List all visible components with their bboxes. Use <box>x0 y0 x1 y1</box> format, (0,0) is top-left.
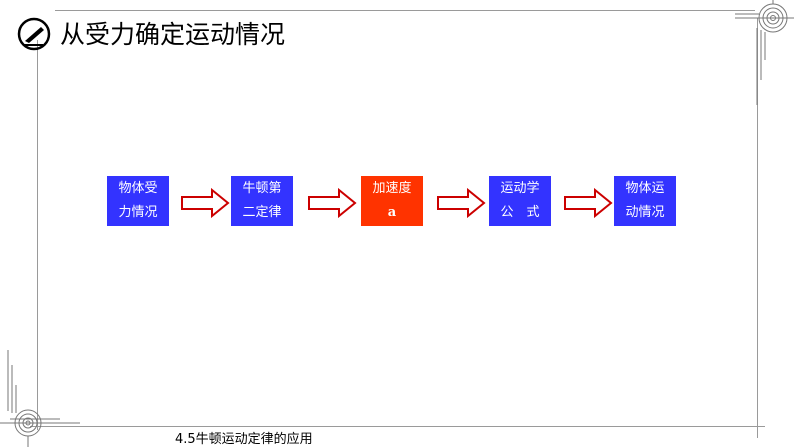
footer-caption: 4.5牛顿运动定律的应用 <box>175 432 313 447</box>
frame-bottom-line <box>30 426 765 427</box>
flow-box-force: 物体受 力情况 <box>107 176 169 226</box>
right-arrow-icon <box>308 188 357 218</box>
frame-left-line <box>37 40 38 430</box>
spiral-ornament-top-right <box>735 0 794 105</box>
pencil-circle-icon <box>17 17 51 51</box>
flow-box-line1: 运动学 <box>500 181 540 196</box>
flow-box-line2: a <box>387 205 397 220</box>
spiral-ornament-bottom-left <box>0 350 80 447</box>
flow-box-line1: 牛顿第 <box>242 181 282 196</box>
flow-box-newton-law: 牛顿第 二定律 <box>231 176 293 226</box>
flow-box-line1: 物体运 <box>625 181 665 196</box>
flow-box-line1: 物体受 <box>118 181 158 196</box>
right-arrow-icon <box>564 188 613 218</box>
flow-box-motion: 物体运 动情况 <box>614 176 676 226</box>
right-arrow-icon <box>437 188 486 218</box>
flow-box-line2: 二定律 <box>242 205 282 220</box>
flow-box-line2: 动情况 <box>625 205 665 220</box>
flow-box-kinematics: 运动学 公 式 <box>489 176 551 226</box>
flow-box-acceleration: 加速度 a <box>361 176 423 226</box>
right-arrow-icon <box>181 188 230 218</box>
flow-box-line2: 力情况 <box>118 205 158 220</box>
flow-box-line2: 公 式 <box>500 205 540 220</box>
slide-title: 从受力确定运动情况 <box>60 20 286 49</box>
frame-right-line <box>757 18 758 438</box>
flow-box-line1: 加速度 <box>372 181 412 196</box>
frame-top-line <box>55 10 755 11</box>
